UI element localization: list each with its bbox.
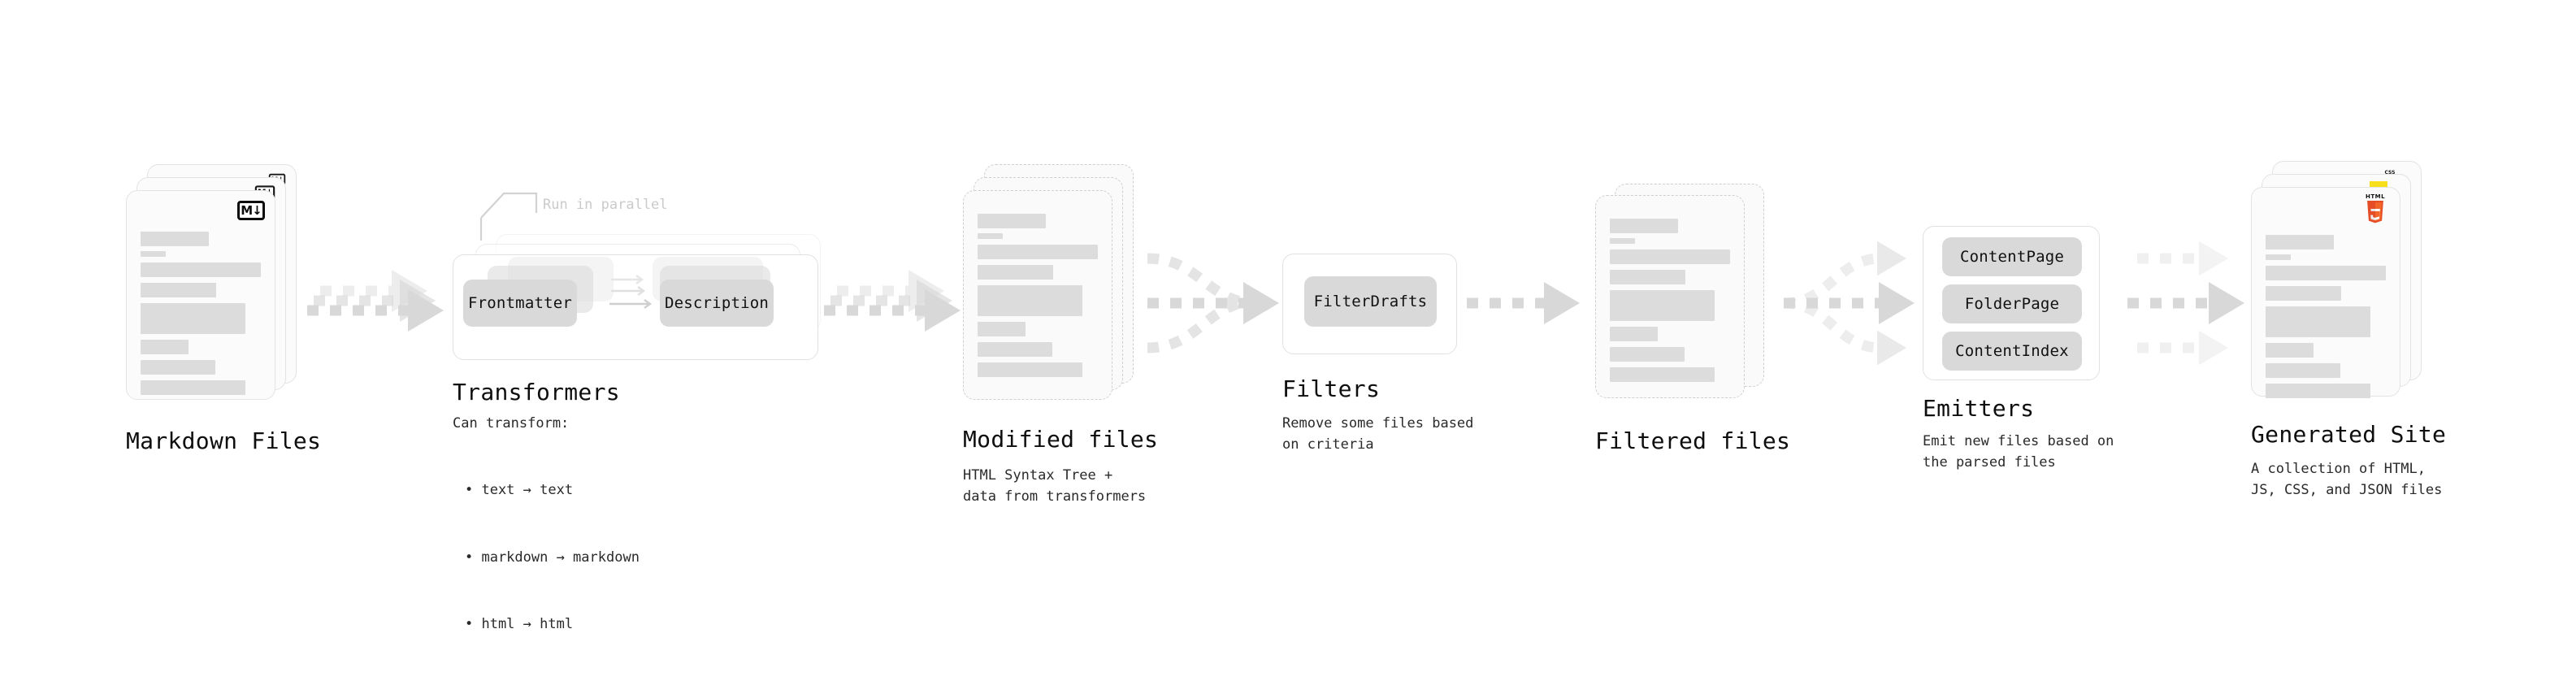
connector-transformers-to-modified <box>824 289 961 332</box>
emitter-chip-folderpage[interactable]: FolderPage <box>1942 284 2082 323</box>
html5-icon-word: HTML <box>2365 193 2386 200</box>
transformer-bullet: • html → html <box>465 616 574 633</box>
skeleton-bar <box>2266 343 2314 358</box>
generated-site-stack: CSS HTML <box>2251 161 2422 398</box>
skeleton-bar <box>978 233 1004 239</box>
skeleton-lines <box>2266 235 2386 398</box>
connector-filtered-to-emitters <box>1783 241 1915 366</box>
generated-site-subtitle: A collection of HTML, JS, CSS, and JSON … <box>2251 461 2443 499</box>
emitters-title: Emitters <box>1923 395 2035 422</box>
transformers-bullets: • text → text • markdown → markdown • ht… <box>465 435 640 681</box>
skeleton-bar <box>141 232 210 246</box>
skeleton-bar <box>978 265 1054 280</box>
transformer-chip-description[interactable]: Description <box>660 280 774 327</box>
modified-file-card-front <box>963 190 1112 400</box>
connector-emitters-to-site <box>2127 282 2244 324</box>
connector-markdown-to-transformers <box>320 270 427 312</box>
markdown-files-title: Markdown Files <box>126 427 322 454</box>
connector-emitters-to-site <box>2137 330 2229 366</box>
skeleton-bar <box>978 245 1098 259</box>
generated-site-title: Generated Site <box>2251 421 2447 448</box>
emitters-subtitle: Emit new files based on the parsed files <box>1923 433 2114 471</box>
skeleton-bar <box>1610 249 1730 264</box>
modified-files-subtitle: HTML Syntax Tree + data from transformer… <box>963 467 1147 505</box>
connector-transformers-to-modified <box>837 270 944 312</box>
connector-markdown-to-transformers <box>314 280 436 322</box>
skeleton-bar <box>2266 306 2370 337</box>
modified-files-title: Modified files <box>963 426 1159 453</box>
skeleton-bar <box>141 283 217 297</box>
skeleton-bar <box>1610 219 1679 233</box>
connector-markdown-to-transformers <box>307 289 444 332</box>
skeleton-lines <box>978 214 1098 377</box>
skeleton-bar <box>1610 238 1636 244</box>
transformer-chip-frontmatter[interactable]: Frontmatter <box>463 280 577 327</box>
filters-title: Filters <box>1282 375 1381 402</box>
skeleton-bar <box>141 360 215 375</box>
skeleton-bar <box>2266 363 2340 378</box>
filtered-files-stack <box>1595 184 1766 419</box>
connector-emitters-to-site <box>2137 241 2229 276</box>
skeleton-bar <box>1610 270 1686 284</box>
skeleton-bar <box>1610 347 1685 362</box>
emitter-chip-contentindex[interactable]: ContentIndex <box>1942 332 2082 371</box>
transformers-title: Transformers <box>453 379 620 406</box>
skeleton-bar <box>141 251 167 257</box>
html5-shield <box>2367 201 2383 223</box>
skeleton-lines <box>141 232 261 395</box>
run-in-parallel-label: Run in parallel <box>543 197 668 213</box>
filter-chip-filterdrafts[interactable]: FilterDrafts <box>1304 276 1437 327</box>
skeleton-lines <box>1610 219 1730 382</box>
generated-file-card-front: HTML <box>2251 187 2400 398</box>
skeleton-bar <box>2266 286 2342 301</box>
markdown-file-card-front: M↓ <box>126 190 275 400</box>
transformers-subtitle: Can transform: <box>453 415 570 432</box>
skeleton-bar <box>978 214 1047 228</box>
skeleton-bar <box>2266 266 2386 280</box>
skeleton-bar <box>141 303 245 334</box>
skeleton-bar <box>1610 327 1659 341</box>
connector-transformers-to-modified <box>830 280 952 322</box>
skeleton-bar <box>978 322 1026 336</box>
filters-subtitle: Remove some files based on criteria <box>1282 415 1474 453</box>
connector-filters-to-filtered <box>1467 282 1580 324</box>
skeleton-bar <box>2266 384 2370 398</box>
skeleton-bar <box>978 342 1052 357</box>
markdown-files-stack: M↓ M↓ M↓ <box>126 164 297 400</box>
skeleton-bar <box>1610 367 1715 382</box>
transformer-bullet: • text → text <box>465 482 574 499</box>
skeleton-bar <box>978 362 1082 377</box>
skeleton-bar <box>141 262 261 277</box>
html5-icon: HTML <box>2362 194 2388 225</box>
markdown-icon: M↓ <box>237 201 265 220</box>
skeleton-bar <box>141 340 189 354</box>
emitter-chip-contentpage[interactable]: ContentPage <box>1942 237 2082 276</box>
filtered-file-card-front <box>1595 195 1745 398</box>
skeleton-bar <box>2266 254 2292 260</box>
skeleton-bar <box>978 285 1082 316</box>
modified-files-stack <box>963 164 1134 400</box>
transformer-bullet: • markdown → markdown <box>465 549 640 566</box>
skeleton-bar <box>2266 235 2335 249</box>
connector-modified-to-filters <box>1147 253 1279 354</box>
skeleton-bar <box>141 380 245 395</box>
skeleton-bar <box>1610 290 1715 321</box>
filtered-files-title: Filtered files <box>1595 427 1791 454</box>
